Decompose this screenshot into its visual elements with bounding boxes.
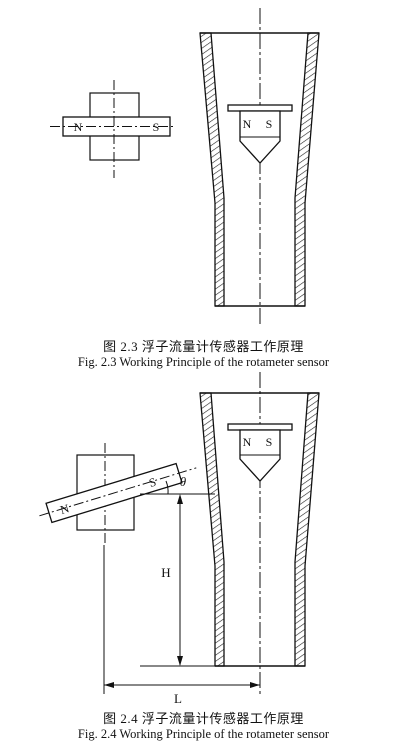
tube-right-wall — [294, 392, 320, 667]
figure-2-3-diagram: N S N S — [50, 8, 320, 326]
caption-english: Fig. 2.4 Working Principle of the rotame… — [77, 727, 330, 741]
external-magnet: N S — [50, 80, 175, 178]
length-label: L — [174, 691, 182, 706]
float-magnet-north: N — [243, 435, 252, 449]
figure-2-4-caption: 图 2.4 浮子流量计传感器工作原理 Fig. 2.4 Working Prin… — [0, 711, 407, 742]
tube-right-wall — [294, 32, 320, 307]
angle-label: θ — [180, 474, 187, 489]
angle-arc — [165, 480, 169, 495]
length-dimension: L — [103, 545, 260, 706]
rotameter-tube — [199, 32, 320, 307]
tube-left-wall — [199, 32, 225, 307]
height-arrow-top — [177, 494, 183, 504]
length-arrow-left — [104, 682, 114, 688]
height-label: H — [161, 565, 170, 580]
tube-left-wall — [199, 392, 225, 667]
height-dimension: H — [140, 494, 215, 667]
float-magnet-north: N — [243, 117, 252, 131]
float-magnet-south: S — [266, 435, 273, 449]
figure-2-3-caption: 图 2.3 浮子流量计传感器工作原理 Fig. 2.3 Working Prin… — [0, 339, 407, 370]
float-cap — [227, 423, 293, 431]
height-arrow-bottom — [177, 656, 183, 666]
magnet-north-label: N — [74, 120, 83, 134]
figure-2-4-diagram: N S N S θ H — [39, 372, 320, 706]
float-magnet-south: S — [266, 117, 273, 131]
float: N S — [227, 104, 293, 164]
float: N S — [227, 423, 293, 482]
caption-chinese: 图 2.4 浮子流量计传感器工作原理 — [103, 711, 304, 726]
float-cap — [227, 104, 293, 112]
external-magnet-tilted: N S θ — [39, 443, 215, 545]
magnet-tilted-axis — [39, 467, 197, 517]
length-arrow-right — [250, 682, 260, 688]
caption-english: Fig. 2.3 Working Principle of the rotame… — [77, 355, 330, 369]
magnet-south-label: S — [147, 475, 157, 490]
caption-chinese: 图 2.3 浮子流量计传感器工作原理 — [103, 339, 304, 354]
magnet-south-label: S — [153, 120, 160, 134]
